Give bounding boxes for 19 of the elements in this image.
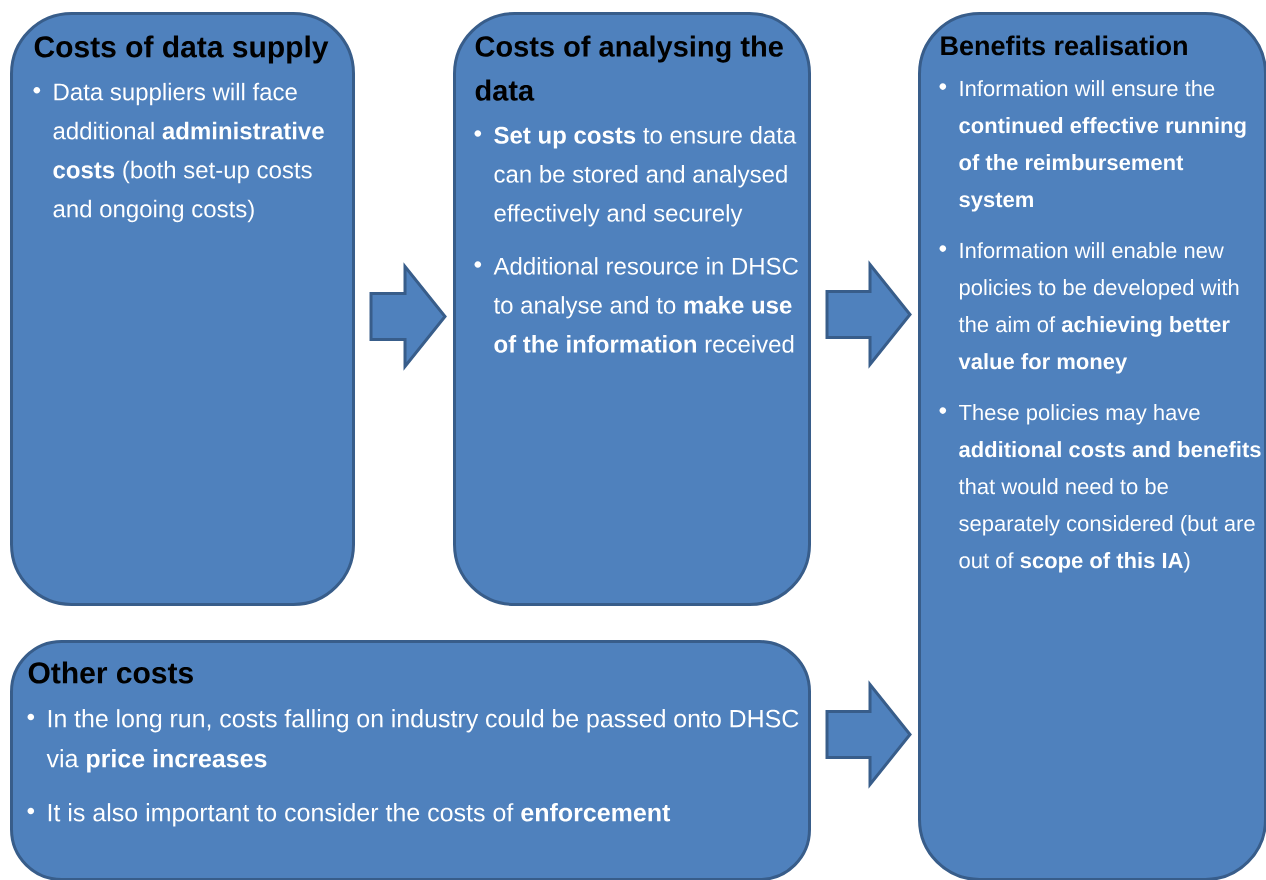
bullet-text: In the long run, costs falling on industry could be passed onto DHSC via price increases [46,709,799,773]
heading: Costs of data supply [34,35,329,64]
block-arrow [825,680,912,789]
heading: Other costs [28,661,193,684]
bullet-text: Information will enable new policies to be developed with the aim of achieving better value for money [958,242,1239,374]
heading: Costs of analysing the data [475,35,783,101]
bullet-text: Information will ensure the continued effective running of the reimbursement system [959,80,1246,212]
block-arrow [369,262,447,371]
rounded-box [453,12,811,606]
block-arrow [825,260,912,369]
bullet-text: Additional resource in DHSC to analyse and to make use of the information received [493,257,798,353]
bullet-text: It is also important to consider the costs of enforcement [48,803,671,827]
rounded-box [10,12,355,606]
bullet-text: Data suppliers will face additional administrative costs (both set-up costs and ongoing costs) [53,82,324,223]
bullet-text: These policies may have additional costs and benefits that would need to be separately considered (but are out of scope of this IA) [958,404,1261,573]
rounded-box [918,12,1266,880]
rounded-box [10,640,811,880]
heading: Benefits realisation [941,35,1187,56]
bullet-text: Set up costs to ensure data can be stored and analysed effectively and securely [494,126,797,227]
